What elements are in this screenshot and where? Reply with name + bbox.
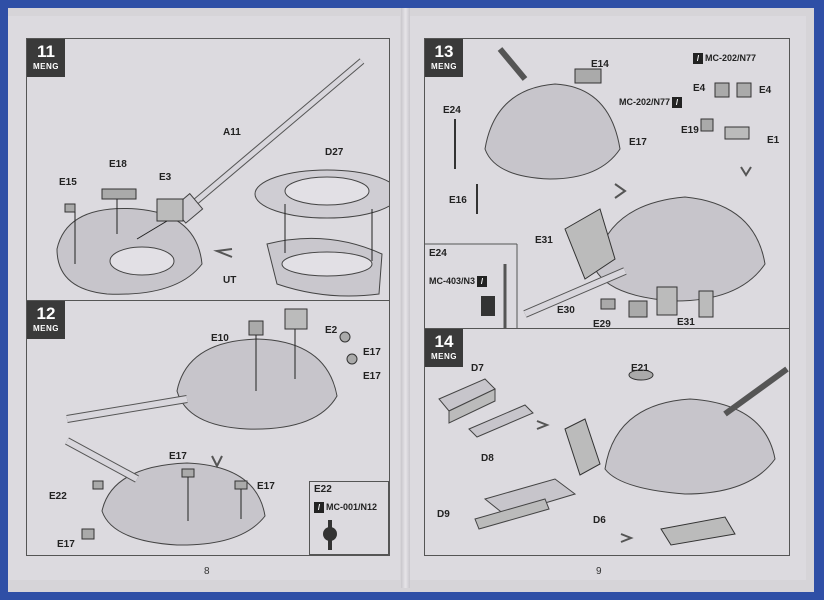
page-left: 11 MENG [8,16,400,580]
part-label-e31-b: E31 [677,317,695,328]
e24-detail-inset: E24 MC-403/N3/ [425,244,517,331]
part-label-e29: E29 [593,319,611,330]
part-label-e31-a: E31 [535,235,553,246]
inset-title: E24 [429,248,447,259]
part-label-e24: E24 [443,105,461,116]
part-label-e19: E19 [681,125,699,136]
part-label-d6: D6 [593,515,606,526]
part-label-e4-a: E4 [693,83,706,94]
part-label-e10: E10 [211,333,229,344]
part-label-e3: E3 [159,172,172,183]
part-label-e17-c: E17 [169,451,187,462]
part-label-e2: E2 [325,325,338,336]
paint-code-text: MC-202/N77 [705,53,757,63]
part-label-e4-b: E4 [759,85,772,96]
part-label-e16: E16 [449,195,467,206]
step-12-drawing [65,308,358,546]
page-number-right: 9 [596,566,602,577]
brand-logo: MENG [33,324,59,333]
paint-code-top: /MC-202/N77 [693,53,757,65]
part-label-a11: A11 [223,127,241,138]
step-13-drawing [425,47,766,331]
paint-code: /MC-001/N12 [314,502,378,514]
part-label-e17-b: E17 [363,371,381,382]
brand-logo: MENG [431,352,457,361]
paint-code-text: MC-001/N12 [326,502,378,512]
part-label-d8: D8 [481,453,494,464]
step-14-drawing [438,366,789,546]
paint-code: MC-403/N3/ [429,276,489,288]
brand-logo: MENG [431,62,457,71]
part-label-e17-e: E17 [57,539,75,550]
part-label-e14: E14 [591,59,609,70]
part-label-e17-d: E17 [257,481,275,492]
step-12-badge: 12 MENG [27,301,65,339]
part-label-e21: E21 [631,363,649,374]
step-11-drawing [56,58,389,297]
step-14-panel: 14 MENG D7 D8 E21 D9 D6 [424,328,790,556]
part-label-e17-a: E17 [363,347,381,358]
step-13-panel: 13 MENG [424,38,790,332]
part-label-e30: E30 [557,305,575,316]
part-label-e1: E1 [767,135,780,146]
step-number: 11 [37,42,55,61]
part-label-e15: E15 [59,177,77,188]
part-label-d9: D9 [437,509,450,520]
step-number: 14 [434,332,454,351]
inset-title: E22 [314,484,332,495]
page-right: 13 MENG [410,16,806,580]
paint-icon: / [314,502,324,514]
part-label-e22: E22 [49,491,67,502]
step-number: 13 [434,42,454,61]
paint-code-text: MC-403/N3 [429,276,476,286]
step-13-badge: 13 MENG [425,39,463,77]
part-label-d7: D7 [471,363,484,374]
step-12-panel: 12 MENG E10 E2 E17 [26,300,390,556]
step-11-panel: 11 MENG [26,38,390,302]
paint-code-mid: MC-202/N77/ [619,97,684,109]
step-number: 12 [36,304,56,323]
part-label-d27: D27 [325,147,344,158]
e22-drawing [323,520,337,550]
part-label-e17: E17 [629,137,647,148]
step-14-badge: 14 MENG [425,329,463,367]
brand-logo: MENG [33,62,59,71]
paint-icon: / [693,53,703,65]
page-number-left: 8 [204,566,210,577]
paint-icon: / [672,97,683,109]
e24-drawing [481,264,507,329]
e22-detail-inset: E22 /MC-001/N12 [309,481,389,555]
part-label-ut: UT [223,275,237,286]
step-11-badge: 11 MENG [27,39,65,77]
part-label-e18: E18 [109,159,127,170]
paint-icon: / [477,276,488,288]
paint-code-text: MC-202/N77 [619,97,671,107]
booklet-spine [401,8,410,588]
